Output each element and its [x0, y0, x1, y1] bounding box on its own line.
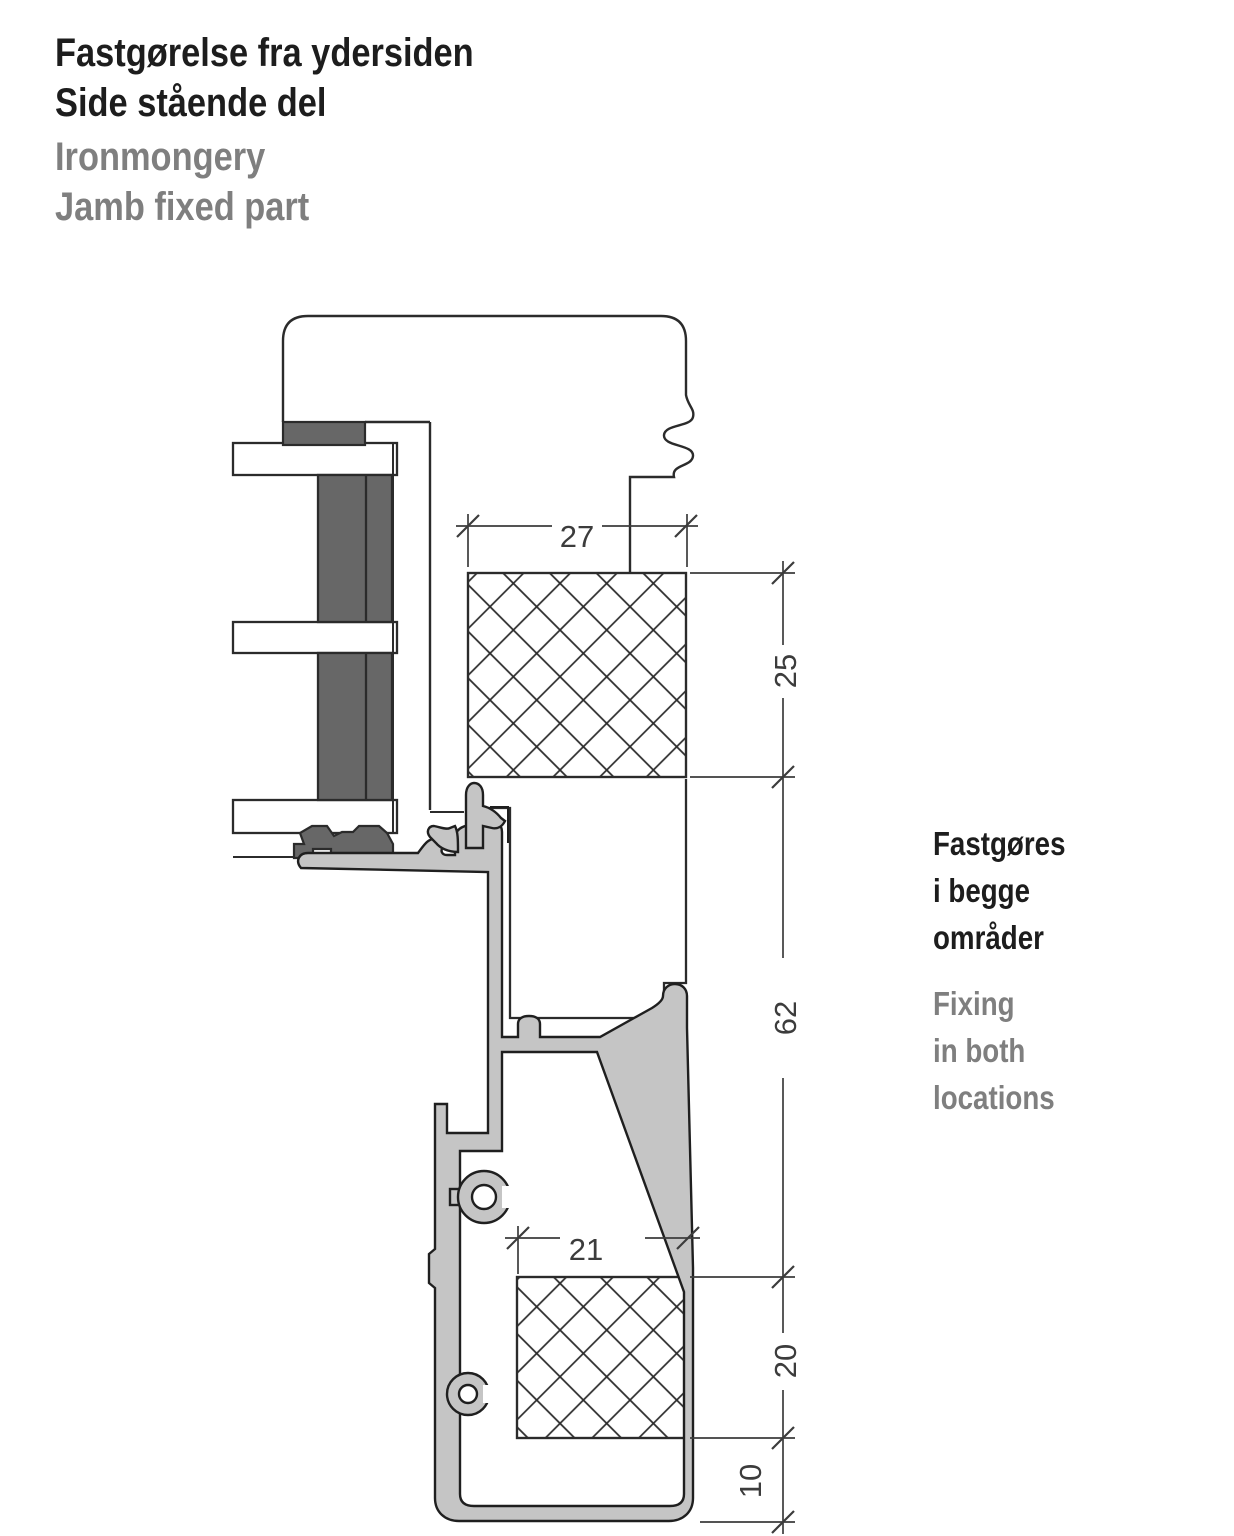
aluminum-glazing-hook [426, 824, 460, 854]
glazing-unit [231, 441, 399, 858]
dimension-top-width [456, 514, 698, 567]
frame-gasket [281, 420, 367, 447]
dim-label-20: 20 [768, 1344, 803, 1378]
dimension-tick [674, 514, 698, 538]
clip-hole [457, 1383, 479, 1405]
dimensions [456, 514, 795, 1534]
note-danish-line: Fastgøres [933, 825, 1066, 862]
dimension-tick [771, 561, 795, 585]
screw-port-clip-lower [445, 1371, 498, 1417]
dim-label-10: 10 [733, 1464, 768, 1498]
insulation-hatch-upper [466, 571, 688, 779]
glazing-gasket [292, 824, 395, 860]
dimension-tick [456, 514, 480, 538]
note-danish: Fastgøres i begge områder [933, 820, 1091, 961]
dim-label-25: 25 [768, 654, 803, 688]
aluminum-clip-finger [464, 781, 507, 850]
insulation-zones [466, 571, 688, 1440]
dim-label-27: 27 [560, 519, 594, 554]
note-english-line: locations [933, 1079, 1055, 1116]
dimension-bottom-width [505, 1226, 700, 1274]
frame-outline [281, 314, 695, 573]
glazing-spacer [316, 651, 394, 802]
glass-pane [231, 441, 399, 477]
wood-frame [281, 314, 695, 813]
dim-label-62: 62 [768, 1001, 803, 1035]
dimension-tick [506, 1226, 530, 1250]
dimension-tick [676, 1226, 700, 1250]
clip-hole [470, 1183, 498, 1211]
dimension-tick [771, 1265, 795, 1289]
title-english-2: Jamb fixed part [55, 185, 310, 229]
dimension-labels: 27 21 25 62 20 10 [560, 519, 803, 1498]
note-danish-line: områder [933, 919, 1044, 956]
sash-outline [478, 779, 688, 1020]
sash-notch-line [490, 806, 509, 843]
title-danish-2: Side stående del [55, 81, 327, 125]
glazing-spacer [316, 473, 394, 624]
dimension-tick [771, 1426, 795, 1450]
note-danish-line: i begge [933, 872, 1031, 909]
glass-pane [231, 620, 399, 655]
dim-label-21: 21 [569, 1232, 603, 1267]
clip-gap [483, 1385, 498, 1403]
title-english-1: Ironmongery [55, 135, 266, 179]
title-danish-1: Fastgørelse fra ydersiden [55, 31, 474, 75]
note-english: Fixing in both locations [933, 980, 1078, 1121]
title-english-group: Ironmongery Jamb fixed part [55, 132, 542, 232]
clip-gap [502, 1186, 520, 1208]
title-block: Fastgørelse fra ydersiden Side stående d… [55, 28, 542, 232]
note-english-line: in both [933, 1032, 1026, 1069]
insulation-hatch-lower [515, 1275, 688, 1440]
dimension-tick [771, 765, 795, 789]
dimension-tick [771, 1510, 795, 1534]
aluminum-profile [297, 781, 695, 1523]
screw-port-clip-upper [448, 1169, 520, 1225]
note-english-line: Fixing [933, 985, 1015, 1022]
dimension-chain-right [690, 561, 795, 1534]
